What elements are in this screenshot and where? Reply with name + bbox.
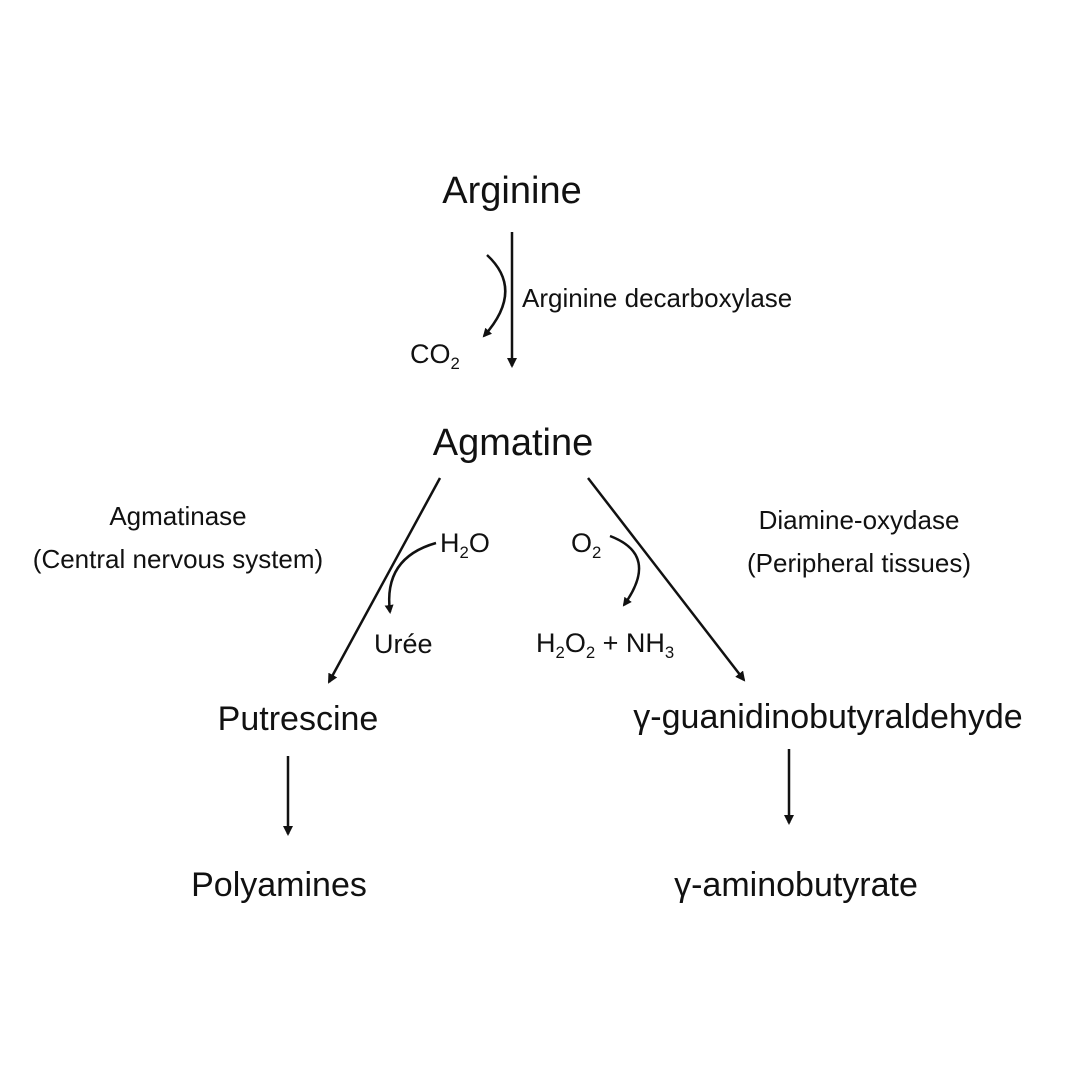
molecule-o2: O2 bbox=[571, 528, 602, 562]
compound-putrescine: Putrescine bbox=[217, 700, 379, 738]
compound-polyamines: Polyamines bbox=[191, 866, 367, 904]
arrow-agmatine-to-guanidinobutyraldehyde bbox=[587, 477, 746, 682]
compound-aminobutyrate: γ-aminobutyrate bbox=[674, 866, 918, 904]
enzyme-agmatinase: Agmatinase bbox=[109, 501, 247, 531]
molecule-uree: Urée bbox=[374, 629, 433, 659]
enzyme-arginine-decarboxylase: Arginine decarboxylase bbox=[522, 283, 793, 313]
molecule-co2: CO2 bbox=[410, 339, 460, 373]
compound-arginine: Arginine bbox=[442, 170, 582, 212]
compound-agmatine: Agmatine bbox=[432, 422, 594, 464]
molecule-h2o: H2O bbox=[440, 528, 490, 562]
molecule-h2o2-nh3: H2O2 + NH3 bbox=[536, 628, 675, 662]
arrow-o2-to-h2o2-nh3 bbox=[609, 534, 641, 607]
arrow-h2o-to-uree bbox=[384, 541, 437, 614]
arrow-co2-release bbox=[482, 254, 507, 338]
enzyme-diamine-oxidase-location: (Peripheral tissues) bbox=[747, 548, 971, 578]
enzyme-diamine-oxidase: Diamine-oxydase bbox=[758, 505, 960, 535]
arrow-agmatine-to-putrescine bbox=[327, 477, 442, 684]
enzyme-agmatinase-location: (Central nervous system) bbox=[32, 544, 324, 574]
compound-guanidinobutyraldehyde: γ-guanidinobutyraldehyde bbox=[633, 698, 1023, 736]
